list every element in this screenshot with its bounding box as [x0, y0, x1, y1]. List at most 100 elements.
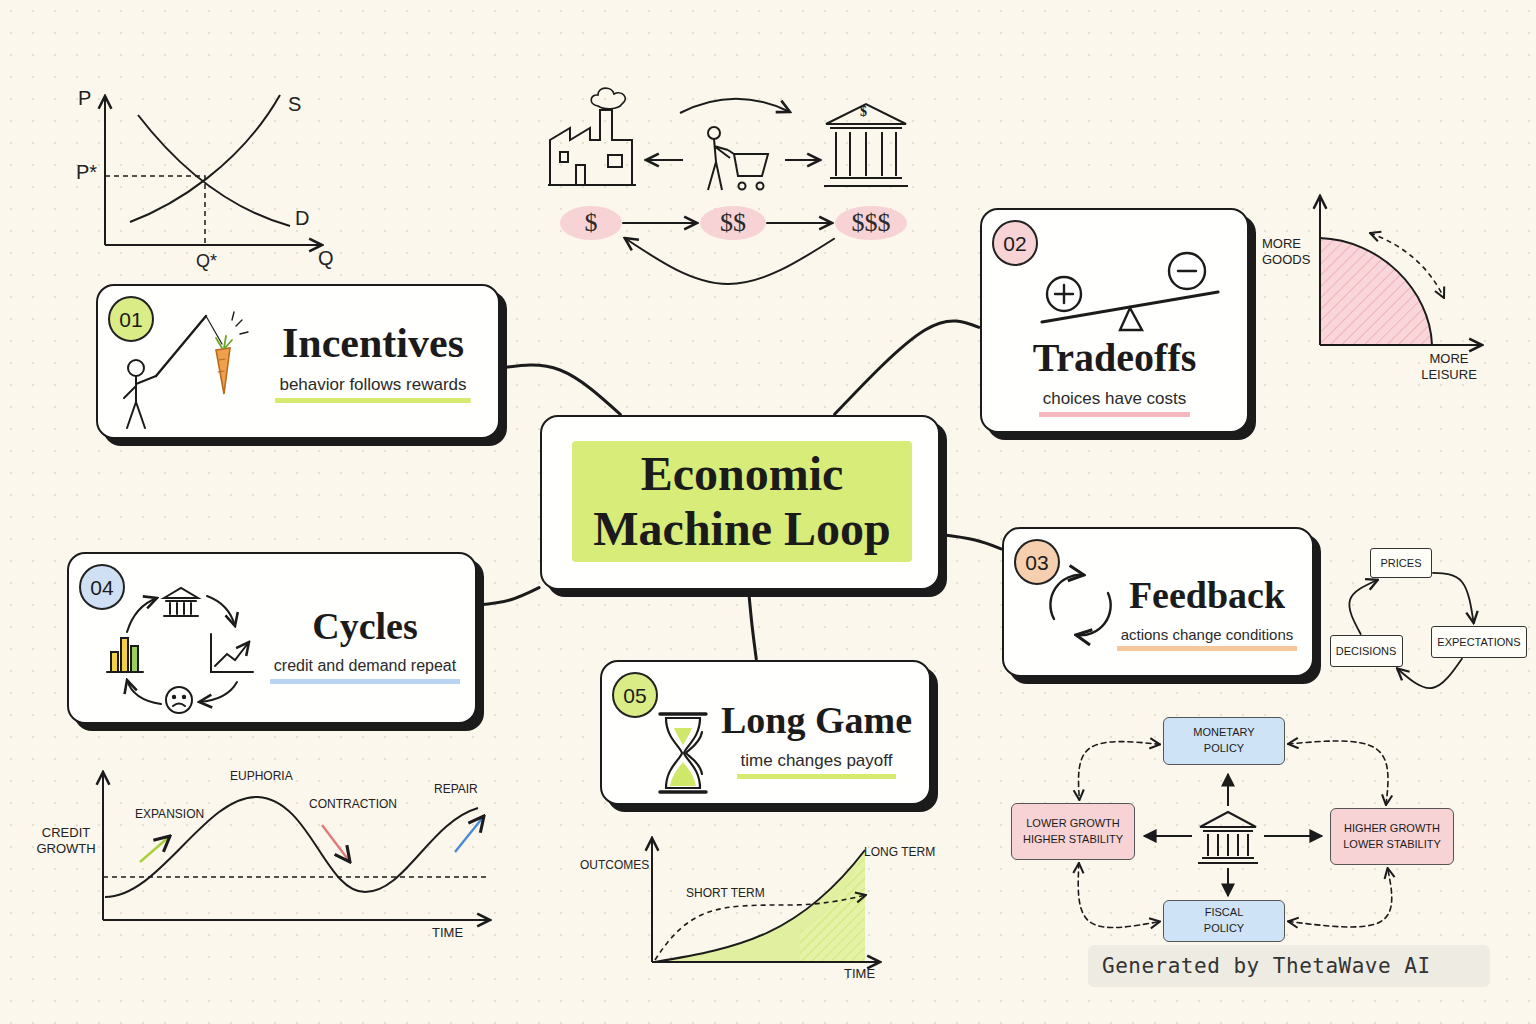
concept-card: Long Game time changes payoff 05	[600, 660, 931, 805]
credit-cycle-chart	[103, 772, 490, 920]
leisure-axis	[1320, 344, 1482, 346]
callout-number: 03	[1014, 539, 1060, 585]
num-text: 03	[1025, 552, 1048, 573]
connector	[1397, 659, 1462, 688]
text-column: Tradeoffschoices have costs	[992, 336, 1237, 417]
building-roof	[1200, 812, 1256, 827]
factory-icon	[550, 110, 632, 185]
curve-label: S	[288, 92, 301, 117]
callout-number: 01	[108, 296, 154, 342]
bank-columns	[824, 128, 908, 186]
concept-card: Cyclescredit and demand repeat 04	[67, 552, 477, 724]
curve-label: D	[295, 206, 309, 231]
connector	[941, 535, 1001, 549]
small-text: PRICES	[1381, 557, 1422, 569]
building-columns	[1198, 831, 1258, 863]
connector	[623, 222, 697, 224]
frontier-area	[1320, 238, 1432, 345]
policy-text: LOWER GROWTH HIGHER STABILITY	[1017, 816, 1129, 848]
policy-box: LOWER GROWTH HIGHER STABILITY	[1011, 803, 1135, 860]
card-title: Incentives	[282, 320, 464, 366]
policy-arrow	[1227, 774, 1229, 806]
flow-illustration	[548, 88, 908, 190]
price-axis	[104, 96, 106, 245]
axis-label: Q*	[196, 250, 217, 273]
policy-box: MONETARY POLICY	[1163, 717, 1285, 765]
policy-box: HIGHER GROWTH LOWER STABILITY	[1330, 808, 1454, 865]
frontier-curve	[1320, 238, 1432, 345]
goods-axis	[1319, 196, 1321, 345]
quantity-axis	[105, 244, 322, 246]
factory-door	[576, 165, 585, 185]
pill-text: $$	[720, 210, 746, 236]
policy-arrow	[1227, 868, 1229, 896]
connector	[1288, 868, 1392, 927]
repair-arrow	[455, 816, 484, 852]
policy-text: HIGHER GROWTH LOWER STABILITY	[1336, 821, 1448, 853]
text-column: Feedback actions change conditions	[1112, 575, 1302, 651]
demand-curve	[138, 115, 290, 226]
connector	[625, 238, 834, 284]
equilibrium-guide	[105, 176, 205, 245]
long-term-curve	[655, 850, 865, 962]
num-text: 05	[623, 685, 646, 706]
card-subtitle: actions change conditions	[1117, 625, 1298, 652]
tradeoff-arrow	[1370, 233, 1444, 298]
shopper-body	[708, 139, 730, 190]
pill-text: $	[585, 210, 598, 236]
card-subtitle: time changes payoff	[737, 750, 897, 779]
loop-box: PRICES	[1370, 548, 1432, 578]
text-column: Long Game time changes payoff	[714, 700, 919, 779]
factory-window	[608, 155, 622, 167]
small-text: EXPECTATIONS	[1437, 636, 1520, 648]
factory-ground	[548, 184, 636, 186]
phase-label: EXPANSION	[135, 807, 204, 822]
connector	[501, 365, 620, 414]
text-column: Incentivesbehavior follows rewards	[258, 320, 488, 403]
cart-wheel	[739, 183, 746, 190]
curve-label: SHORT TERM	[686, 886, 765, 901]
factory-window	[560, 152, 568, 162]
callout-number: 04	[79, 564, 125, 610]
num-text: 01	[119, 309, 142, 330]
money-pill: $$$	[835, 206, 907, 240]
policy-text: MONETARY POLICY	[1179, 725, 1269, 757]
callout-number: 02	[992, 220, 1038, 266]
policy-building	[1144, 774, 1322, 896]
policy-box: FISCAL POLICY	[1163, 900, 1285, 942]
phase-label: CONTRACTION	[309, 797, 397, 812]
callout-number: 05	[612, 672, 658, 718]
connector	[1349, 580, 1378, 634]
supply-demand-chart	[105, 95, 322, 245]
axis-label: P*	[76, 160, 97, 185]
phase-label: REPAIR	[434, 782, 478, 797]
payoff-area	[655, 850, 865, 962]
contraction-arrow	[322, 825, 350, 862]
policy-arrow	[1144, 835, 1192, 837]
short-term-curve	[655, 895, 866, 960]
connector	[1079, 742, 1160, 800]
curve-label: LONG TERM	[864, 845, 935, 860]
card-subtitle: choices have costs	[1039, 388, 1191, 417]
flow-arrow	[680, 99, 790, 113]
text-column: Cyclescredit and demand repeat	[265, 606, 465, 684]
axis-label: TIME	[432, 925, 463, 941]
card-title: Long Game	[721, 700, 912, 742]
axis-label: Q	[318, 246, 334, 271]
card-title: Feedback	[1129, 575, 1285, 617]
policy-arrow	[1264, 835, 1322, 837]
pill-text: $$$	[852, 210, 891, 236]
axis-label: CREDIT GROWTH	[32, 825, 100, 858]
connector	[767, 222, 832, 224]
concept-card: Tradeoffschoices have costs 02	[980, 208, 1249, 433]
connector	[835, 321, 979, 414]
loop-box: EXPECTATIONS	[1431, 626, 1527, 658]
num-text: 04	[90, 577, 113, 598]
loop-box: DECISIONS	[1330, 635, 1403, 667]
center-text: Economic Machine Loop	[572, 441, 912, 562]
flow-arrow	[785, 159, 820, 161]
shopper-head	[708, 127, 720, 139]
smoke-cloud	[591, 88, 625, 109]
expansion-arrow	[140, 836, 170, 862]
